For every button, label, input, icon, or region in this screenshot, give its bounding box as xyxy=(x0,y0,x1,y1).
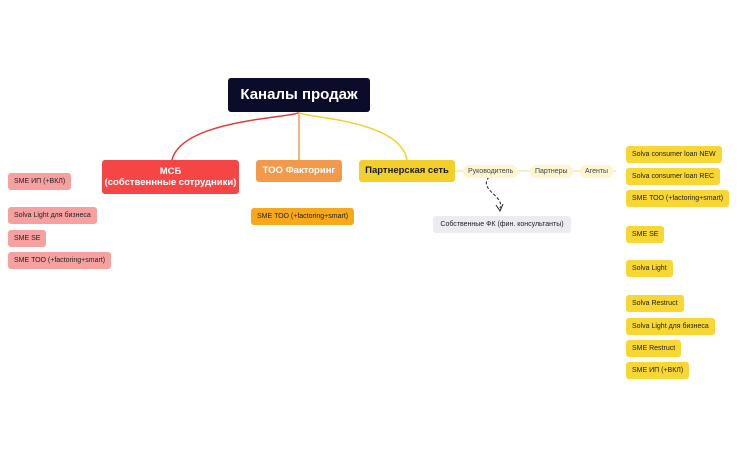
pill-head[interactable]: Руководитель xyxy=(463,165,519,178)
partner-leaf[interactable]: Solva Restruct xyxy=(626,295,684,312)
msb-leaf[interactable]: SME ТОО (+factoring+smart) xyxy=(8,252,112,269)
msb-leaf[interactable]: SME SE xyxy=(8,230,47,247)
partner-leaf[interactable]: Solva Light xyxy=(626,260,673,277)
own-fk-node[interactable]: Собственные ФК (фин. консультанты) xyxy=(433,216,571,233)
branch-msb-subtitle: (собственнные сотрудники) xyxy=(104,177,237,188)
branch-msb[interactable]: МСБ (собственнные сотрудники) xyxy=(102,160,239,194)
partner-leaf[interactable]: SME ТОО (+factoring+smart) xyxy=(626,190,730,207)
partner-leaf[interactable]: Solva consumer loan NEW xyxy=(626,146,722,163)
connector-root-partner xyxy=(298,111,408,161)
pill-agents[interactable]: Агенты xyxy=(580,165,614,178)
partner-leaf[interactable]: SME Restruct xyxy=(626,340,682,357)
arrow-head xyxy=(495,203,504,213)
msb-leaf[interactable]: SME ИП (+ВКЛ) xyxy=(8,173,72,190)
branch-too-factoring[interactable]: ТОО Факторинг xyxy=(256,160,342,182)
partner-leaf[interactable]: Solva Light для бизнеса xyxy=(626,318,715,335)
pill-partners[interactable]: Партнеры xyxy=(530,165,573,178)
root-node[interactable]: Каналы продаж xyxy=(228,78,370,112)
connector-dashed-arrow xyxy=(486,176,502,209)
too-leaf[interactable]: SME ТОО (+factoring+smart) xyxy=(251,208,355,225)
branch-partner-network[interactable]: Партнерская сеть xyxy=(359,160,455,182)
connector-root-msb xyxy=(171,111,300,161)
partner-leaf[interactable]: Solva consumer loan REC xyxy=(626,168,721,185)
msb-leaf[interactable]: Solva Light для бизнеса xyxy=(8,207,97,224)
branch-msb-title: МСБ xyxy=(159,165,182,177)
partner-leaf[interactable]: SME SE xyxy=(626,226,665,243)
partner-leaf[interactable]: SME ИП (+ВКЛ) xyxy=(626,362,690,379)
